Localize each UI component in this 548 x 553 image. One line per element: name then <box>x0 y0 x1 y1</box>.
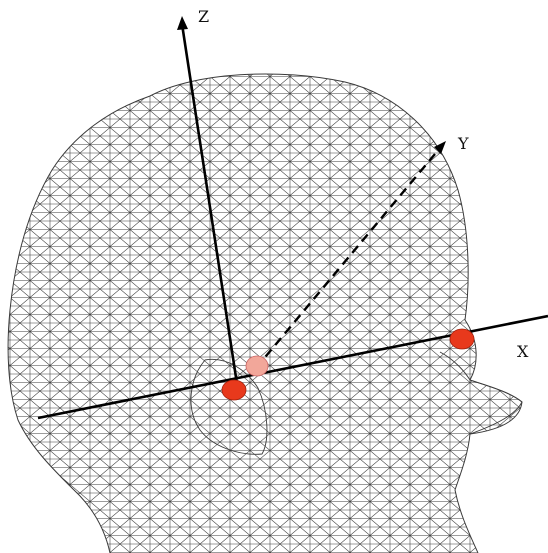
z-axis-label: Z <box>198 7 209 26</box>
left-preauricular-marker <box>222 380 246 400</box>
y-axis-label: Y <box>457 134 469 153</box>
x-axis-label: X <box>517 342 529 361</box>
z-axis-arrowhead <box>177 16 188 30</box>
nasion-marker <box>450 329 474 349</box>
origin-marker <box>246 356 268 376</box>
